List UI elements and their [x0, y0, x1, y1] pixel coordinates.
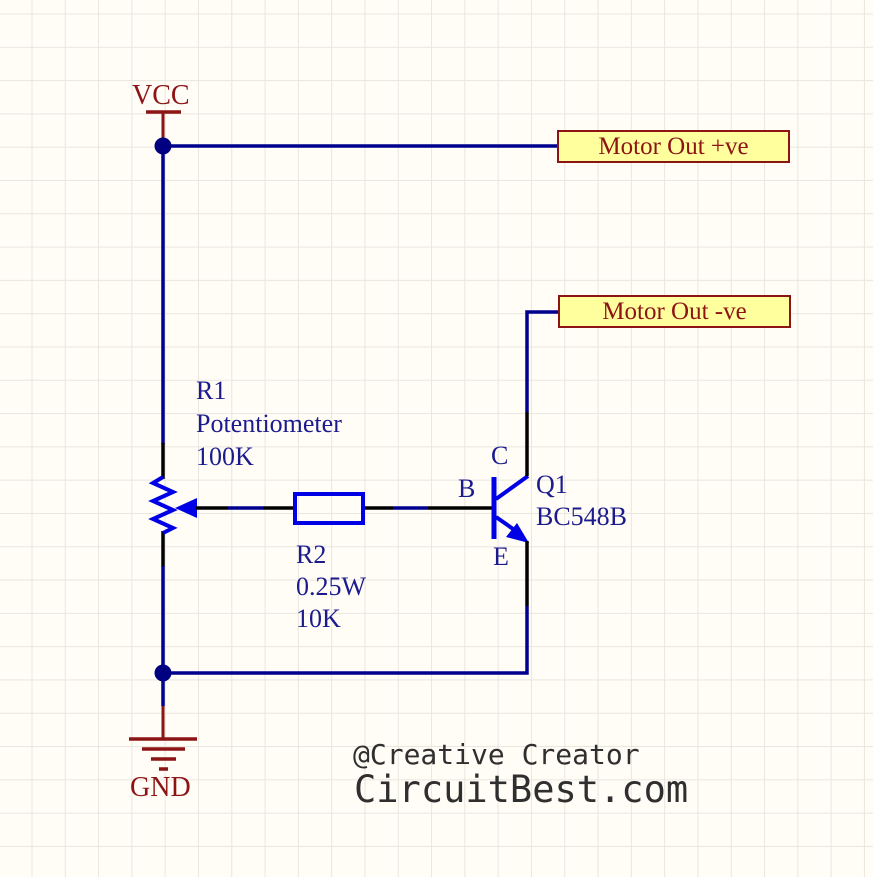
wire-emitter-to-ground: [163, 606, 529, 675]
r2-value: 10K: [296, 604, 341, 633]
junction-dot-top: [154, 137, 172, 155]
footer-website: CircuitBest.com: [354, 768, 689, 811]
q1-collector-line: [494, 474, 530, 501]
port-positive-box: [557, 130, 790, 163]
q1-emitter-arrowhead: [506, 523, 529, 543]
r1-value: 100K: [196, 442, 254, 471]
q1-label-block: Q1 BC548B: [536, 469, 627, 533]
r1-designator: R1: [196, 376, 227, 405]
wire-collector-to-negative-port: [525, 310, 559, 412]
q1-part: BC548B: [536, 502, 628, 531]
r1-zigzag: [148, 475, 178, 535]
footer-credit: @Creative Creator: [353, 738, 640, 771]
port-negative-label: Motor Out -ve: [602, 297, 747, 325]
q1-pin-c-label: C: [491, 441, 509, 470]
q1-designator: Q1: [536, 470, 568, 499]
port-negative-box: [558, 295, 791, 328]
r2-label-block: R2 0.25W 10K: [296, 539, 366, 635]
vcc-label: VCC: [132, 80, 190, 111]
r2-rating: 0.25W: [296, 572, 367, 601]
r2-body: [293, 492, 365, 525]
gnd-label: GND: [130, 772, 191, 803]
r1-label-block: R1 Potentiometer 100K: [196, 374, 342, 473]
port-positive-label: Motor Out +ve: [598, 132, 749, 160]
r1-type: Potentiometer: [196, 409, 342, 438]
q1-pin-e-label: E: [493, 542, 509, 571]
gnd-bars: [129, 737, 197, 771]
junction-dot-bottom: [154, 664, 172, 682]
r2-designator: R2: [296, 540, 327, 569]
q1-pin-b-label: B: [458, 474, 476, 503]
r1-wiper-arrow: [175, 498, 197, 518]
